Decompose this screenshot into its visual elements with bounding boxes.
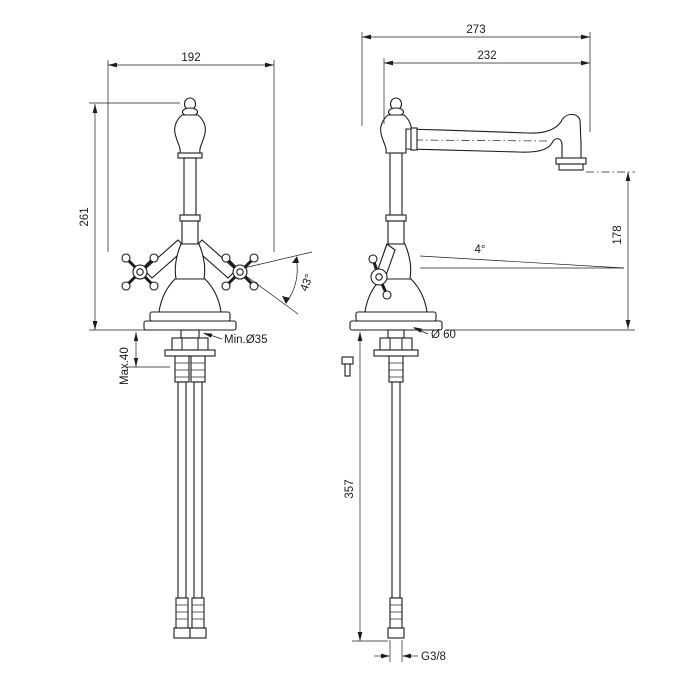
mounting-stud <box>341 356 354 377</box>
dim-front-height: 261 <box>79 102 180 331</box>
handle-angle-label: 43° <box>298 273 316 294</box>
dim-max-mount: Max.40 <box>119 332 170 385</box>
base-flange-side <box>349 320 443 331</box>
side-overall-label: 273 <box>466 24 485 36</box>
base-diameter-label: Ø 60 <box>431 329 456 341</box>
spout-outlet-flare <box>555 157 587 165</box>
bell-front <box>174 114 206 154</box>
dim-side-reach: 232 <box>383 50 590 124</box>
front-height-label: 261 <box>79 207 91 226</box>
mounting-hardware-front <box>164 329 216 639</box>
body-waist-front <box>174 243 206 280</box>
side-view: 273 232 178 4° Ø 60 <box>341 24 635 663</box>
shank-front <box>180 329 200 339</box>
max-mount-label: Max.40 <box>119 347 131 385</box>
thread-label: G3/8 <box>421 651 446 663</box>
supply-tube-side <box>391 381 401 599</box>
spout-height-label: 178 <box>612 225 624 244</box>
shank-side <box>387 329 405 339</box>
supply-length-label: 357 <box>344 479 356 498</box>
front-width-label: 192 <box>181 52 200 64</box>
washer-side <box>373 349 419 357</box>
column-side <box>389 152 403 216</box>
aerator <box>558 163 584 171</box>
cross-handle-side <box>368 243 396 300</box>
faucet-front-body <box>143 97 237 331</box>
faucet-side-body <box>349 97 587 331</box>
base-flange-front <box>143 320 237 331</box>
hex-nut-side <box>379 337 413 351</box>
supply-tube-left <box>177 381 187 599</box>
front-view: 192 261 Max.40 Min.Ø35 <box>79 52 316 639</box>
side-reach-label: 232 <box>477 50 496 62</box>
dim-thread: G3/8 <box>374 640 446 663</box>
column-front <box>183 157 197 216</box>
dim-base-diameter: Ø 60 <box>413 327 456 341</box>
min-hole-label: Min.Ø35 <box>224 334 267 346</box>
spout-centerline <box>414 139 549 142</box>
dim-front-width: 192 <box>107 52 275 252</box>
supply-tube-right <box>193 381 203 599</box>
hex-nut-front <box>171 337 209 351</box>
mounting-hardware-side <box>341 329 419 639</box>
dim-min-hole: Min.Ø35 <box>203 332 267 346</box>
dim-spout-height: 178 <box>446 171 635 331</box>
base-dome-front <box>158 278 222 313</box>
dim-side-overall: 273 <box>361 24 591 132</box>
cross-handle-left <box>121 253 159 291</box>
washer-front <box>164 349 216 357</box>
cross-handle-right <box>221 253 259 291</box>
spout-collar <box>410 127 418 151</box>
dim-spout-angle: 4° <box>419 244 625 269</box>
spout-angle-label: 4° <box>475 244 486 256</box>
dim-supply-length: 357 <box>344 332 388 642</box>
spout-top-outline <box>405 113 582 159</box>
